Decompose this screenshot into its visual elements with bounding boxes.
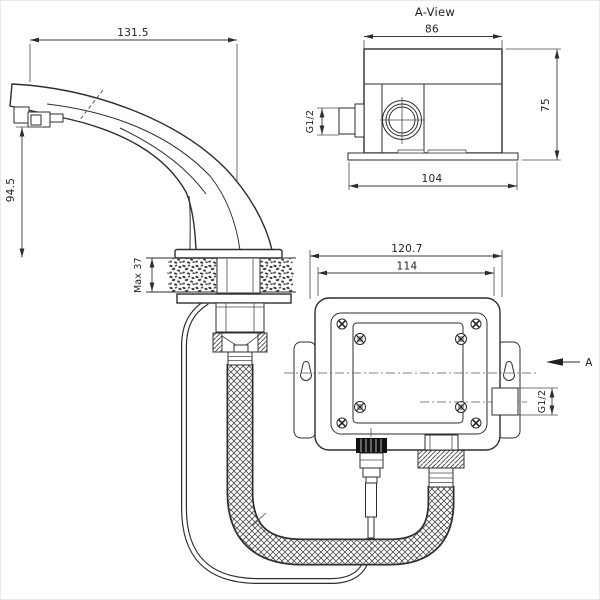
aerator-body [13, 106, 30, 124]
faucet-side-view [9, 44, 283, 366]
faucet-base-flange [174, 248, 283, 259]
aerator-shelf [49, 113, 64, 123]
a-view-box-body [363, 48, 503, 154]
plug-step [362, 467, 381, 478]
screw-icon [336, 318, 348, 330]
a-view-fitting-collar [354, 103, 365, 138]
dim-a-view-height: 75 [540, 98, 552, 112]
plug-needle [367, 516, 375, 539]
sensor-cable [181, 299, 372, 584]
screw-icon [455, 333, 467, 345]
mounting-washer [176, 293, 292, 304]
sensor-cable-core [182, 300, 371, 583]
dim-spout-reach: 131.5 [117, 27, 149, 39]
a-view: A-View 86 75 104 G1/2 [305, 5, 561, 190]
keyhole-slot-left [299, 361, 313, 381]
section-label: A [585, 357, 593, 369]
outlet-ribbed-fitting [428, 467, 454, 488]
lid-screws [336, 318, 482, 429]
outlet-hatched-nut [417, 449, 465, 469]
sensor-window [30, 114, 42, 126]
a-view-title: A-View [415, 5, 455, 19]
shank-hex-nut [215, 302, 265, 333]
counter-hatch-left [167, 258, 217, 292]
coupling-nut-section-right [257, 332, 268, 353]
hose-fitting [227, 351, 253, 366]
supply-hose [226, 364, 455, 566]
dim-inlet-thread: G1/2 [305, 110, 316, 133]
spout-inner-left-line [188, 195, 191, 251]
dim-box-inner-width: 114 [397, 261, 418, 273]
plug-tube [365, 482, 377, 518]
screw-icon [354, 333, 366, 345]
faucet-dimensions: 131.5 94.5 Max 37 [5, 27, 237, 293]
faucet-shank-assembly [176, 293, 292, 366]
section-arrow-a: A [546, 357, 593, 369]
panel-screws [354, 333, 467, 413]
plug-body [359, 452, 384, 469]
sensor-angle-line [78, 89, 104, 122]
mounting-ear-left [293, 341, 317, 439]
dim-deck-thickness: Max 37 [133, 257, 144, 293]
plug-neck [365, 476, 378, 484]
knurl-texture [360, 439, 382, 452]
base-plate-tab [427, 149, 467, 154]
dim-spout-height: 94.5 [5, 178, 17, 203]
counter-hatch-right [260, 258, 294, 292]
control-box-dimensions: 120.7 114 G1/2 A [309, 243, 593, 416]
screw-icon [470, 417, 482, 429]
dim-box-outer-width: 120.7 [391, 243, 423, 255]
coupling-funnel-lines [221, 335, 259, 346]
control-box-front-view [284, 297, 538, 552]
hose-joint-mark [251, 512, 267, 527]
counter-section [146, 257, 296, 294]
screw-icon [455, 401, 467, 413]
a-view-fitting-nut [338, 107, 356, 135]
knurled-connector [356, 438, 387, 453]
hose-braid-texture [228, 364, 453, 564]
base-plate-tab [397, 149, 425, 154]
sensor-plug-outlet [356, 428, 387, 552]
shank-through-counter [216, 257, 261, 294]
spout-inner-curve [46, 103, 241, 251]
keyhole-slot-right [502, 361, 516, 381]
coupling-inner-port [233, 344, 249, 353]
dim-a-view-base-width: 104 [422, 173, 443, 185]
section-arrow-icon [546, 358, 563, 366]
outlet-fitting-right-side [491, 387, 519, 416]
screw-icon [354, 401, 366, 413]
dim-a-view-top-width: 86 [425, 24, 439, 36]
dim-outlet-thread: G1/2 [537, 390, 548, 413]
screw-icon [336, 417, 348, 429]
spout-reflection-line [119, 127, 207, 195]
a-view-base-plate [347, 152, 519, 161]
screw-icon [470, 318, 482, 330]
water-outlet [417, 434, 465, 488]
coupling-nut-section-left [212, 332, 223, 353]
